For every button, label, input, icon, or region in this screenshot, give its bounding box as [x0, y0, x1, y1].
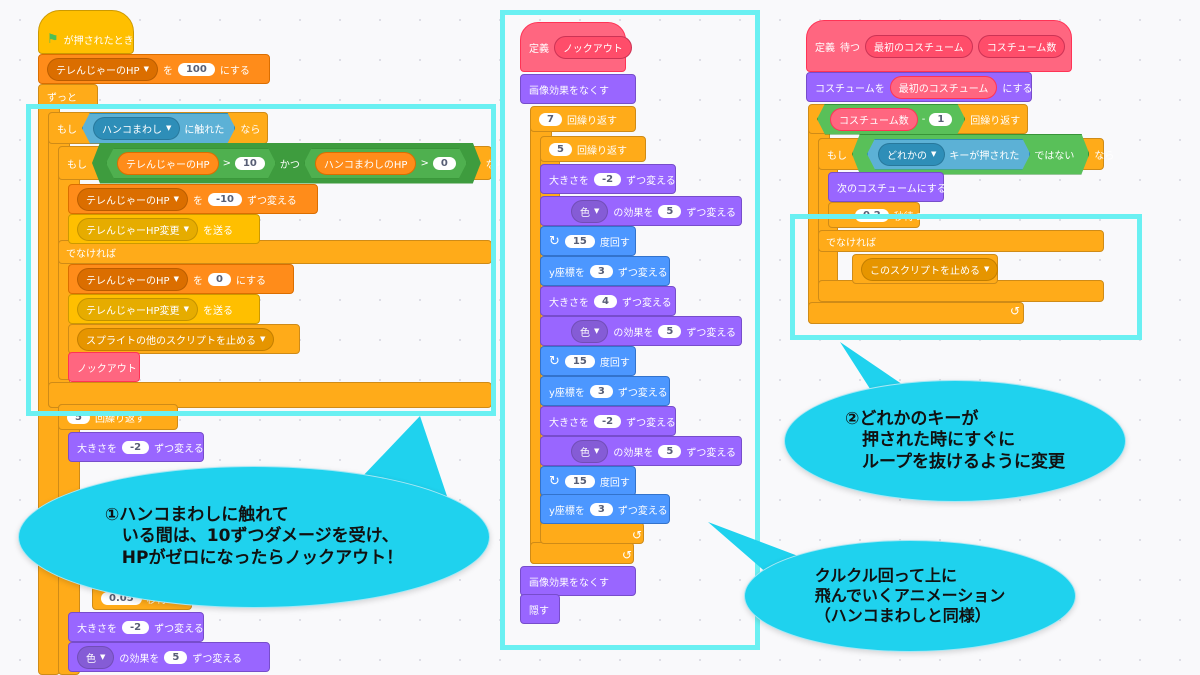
change-size-block-c[interactable]: 大きさを -2 ずつ変える: [540, 406, 676, 436]
dropdown-arrow-icon: ▼: [183, 225, 189, 233]
set-hp-block[interactable]: テレんじゃーのHP▼ を 100 にする: [38, 54, 270, 84]
dropdown-arrow-icon: ▼: [143, 65, 149, 73]
loop-arrow-icon: ↺: [632, 528, 643, 542]
change-size-block-b[interactable]: 大きさを 4 ずつ変える: [540, 286, 676, 316]
rotate-cw-icon: ↻: [549, 353, 560, 369]
callout-3: クルクル回って上に 飛んでいくアニメーション （ハンコまわしと同様）: [744, 540, 1076, 652]
not-operator[interactable]: どれかの▼キーが押された ではない: [852, 134, 1089, 175]
change-y-block-a[interactable]: y座標を 3 ずつ変える: [540, 256, 670, 286]
callout-2: ②どれかのキーが 押された時にすぐに ループを抜けるように変更: [784, 380, 1126, 502]
dropdown-arrow-icon: ▼: [183, 305, 189, 313]
highlight-box-1: [26, 104, 496, 416]
repeat5-block[interactable]: 5 回繰り返す: [540, 136, 646, 162]
if-touching-bottom: [48, 382, 492, 408]
dropdown-arrow-icon: ▼: [100, 653, 106, 661]
repeat-bottom: [808, 302, 1024, 324]
dropdown-arrow-icon: ▼: [931, 150, 937, 158]
dropdown-arrow-icon: ▼: [173, 275, 179, 283]
var-dropdown[interactable]: テレんじゃーのHP▼: [47, 57, 158, 81]
key-pressed-sensor[interactable]: どれかの▼キーが押された: [867, 139, 1030, 170]
broadcast-block-2[interactable]: テレんじゃーHP変更▼ を送る: [68, 294, 260, 324]
turn-block-a[interactable]: ↻ 15 度回す: [540, 226, 636, 256]
change-effect-block-b[interactable]: 色▼ の効果を 5 ずつ変える: [540, 316, 742, 346]
value-input[interactable]: 100: [177, 62, 215, 76]
set-hp0-block[interactable]: テレんじゃーのHP▼ を 0 にする: [68, 264, 294, 294]
dropdown-arrow-icon: ▼: [594, 447, 600, 455]
change-y-block-c[interactable]: y座標を 3 ずつ変える: [540, 494, 670, 524]
stop-this-script-block[interactable]: このスクリプトを止める▼: [852, 254, 999, 284]
change-hp-block[interactable]: テレんじゃーのHP▼ を -10 ずつ変える: [68, 184, 318, 214]
dropdown-arrow-icon: ▼: [173, 195, 179, 203]
callout-1: ①ハンコまわしに触れて いる間は、10ずつダメージを受け、 HPがゼロになったら…: [18, 466, 490, 608]
stop-other-scripts-block[interactable]: スプライトの他のスクリプトを止める▼: [68, 324, 300, 354]
else-label: でなければ: [826, 237, 876, 249]
change-size-block-a[interactable]: 大きさを -2 ずつ変える: [540, 164, 676, 194]
green-flag-hat[interactable]: ⚑ が押されたとき: [38, 10, 134, 54]
highlight-box-2: [500, 10, 760, 650]
if-hp-block[interactable]: もし テレんじゃーのHP>10 かつ ハンコまわしのHP>0 なら: [58, 146, 506, 180]
change-effect-block-a[interactable]: 色▼ の効果を 5 ずつ変える: [540, 196, 742, 226]
clear-effects-block-2[interactable]: 画像効果をなくす: [520, 566, 636, 596]
highlight-box-3: [790, 214, 1142, 340]
loop-arrow-icon: ↺: [622, 548, 633, 562]
repeat-block[interactable]: コスチューム数 - 1 回繰り返す: [808, 104, 1028, 134]
clear-effects-block[interactable]: 画像効果をなくす: [520, 74, 636, 104]
gt-operator[interactable]: テレんじゃーのHP>10: [106, 148, 276, 179]
change-size-block[interactable]: 大きさを -2 ずつ変える: [68, 432, 204, 462]
define-wait-block[interactable]: 定義 待つ 最初のコスチューム コスチューム数: [806, 20, 1072, 72]
repeat7-block[interactable]: 7 回繰り返す: [530, 106, 636, 132]
hide-block[interactable]: 隠す: [520, 594, 560, 624]
dropdown-arrow-icon: ▼: [984, 265, 990, 273]
change-y-block-b[interactable]: y座標を 3 ずつ変える: [540, 376, 670, 406]
dropdown-arrow-icon: ▼: [594, 207, 600, 215]
loop-arrow-icon: ↺: [1010, 304, 1021, 318]
and-operator[interactable]: テレんじゃーのHP>10 かつ ハンコまわしのHP>0: [92, 143, 481, 184]
change-size-block-2[interactable]: 大きさを -2 ずつ変える: [68, 612, 204, 642]
if-not-key-block[interactable]: もし どれかの▼キーが押された ではない なら: [818, 138, 1114, 170]
knockout-call-block[interactable]: ノックアウト: [68, 352, 140, 382]
dropdown-arrow-icon: ▼: [166, 124, 172, 132]
broadcast-block[interactable]: テレんじゃーHP変更▼ を送る: [68, 214, 260, 244]
gt-operator-2[interactable]: ハンコまわしのHP>0: [304, 148, 467, 179]
dropdown-arrow-icon: ▼: [260, 335, 266, 343]
turn-block-c[interactable]: ↻ 15 度回す: [540, 466, 636, 496]
dropdown-arrow-icon: ▼: [594, 327, 600, 335]
turn-block-b[interactable]: ↻ 15 度回す: [540, 346, 636, 376]
change-effect-block[interactable]: 色▼ の効果を 5 ずつ変える: [68, 642, 270, 672]
next-costume-block[interactable]: 次のコスチュームにする: [828, 172, 947, 202]
rotate-cw-icon: ↻: [549, 233, 560, 249]
if-hp-else-bar: [58, 240, 492, 264]
rotate-cw-icon: ↻: [549, 473, 560, 489]
switch-costume-block[interactable]: コスチュームを 最初のコスチューム にする: [806, 72, 1033, 102]
define-knockout-block[interactable]: 定義 ノックアウト: [520, 22, 632, 72]
else-label: でなければ: [66, 248, 116, 260]
if-else-bar: [818, 230, 1104, 252]
green-flag-icon: ⚑: [47, 31, 59, 47]
change-effect-block-c[interactable]: 色▼ の効果を 5 ずつ変える: [540, 436, 742, 466]
subtract-operator[interactable]: コスチューム数 - 1: [817, 104, 965, 135]
